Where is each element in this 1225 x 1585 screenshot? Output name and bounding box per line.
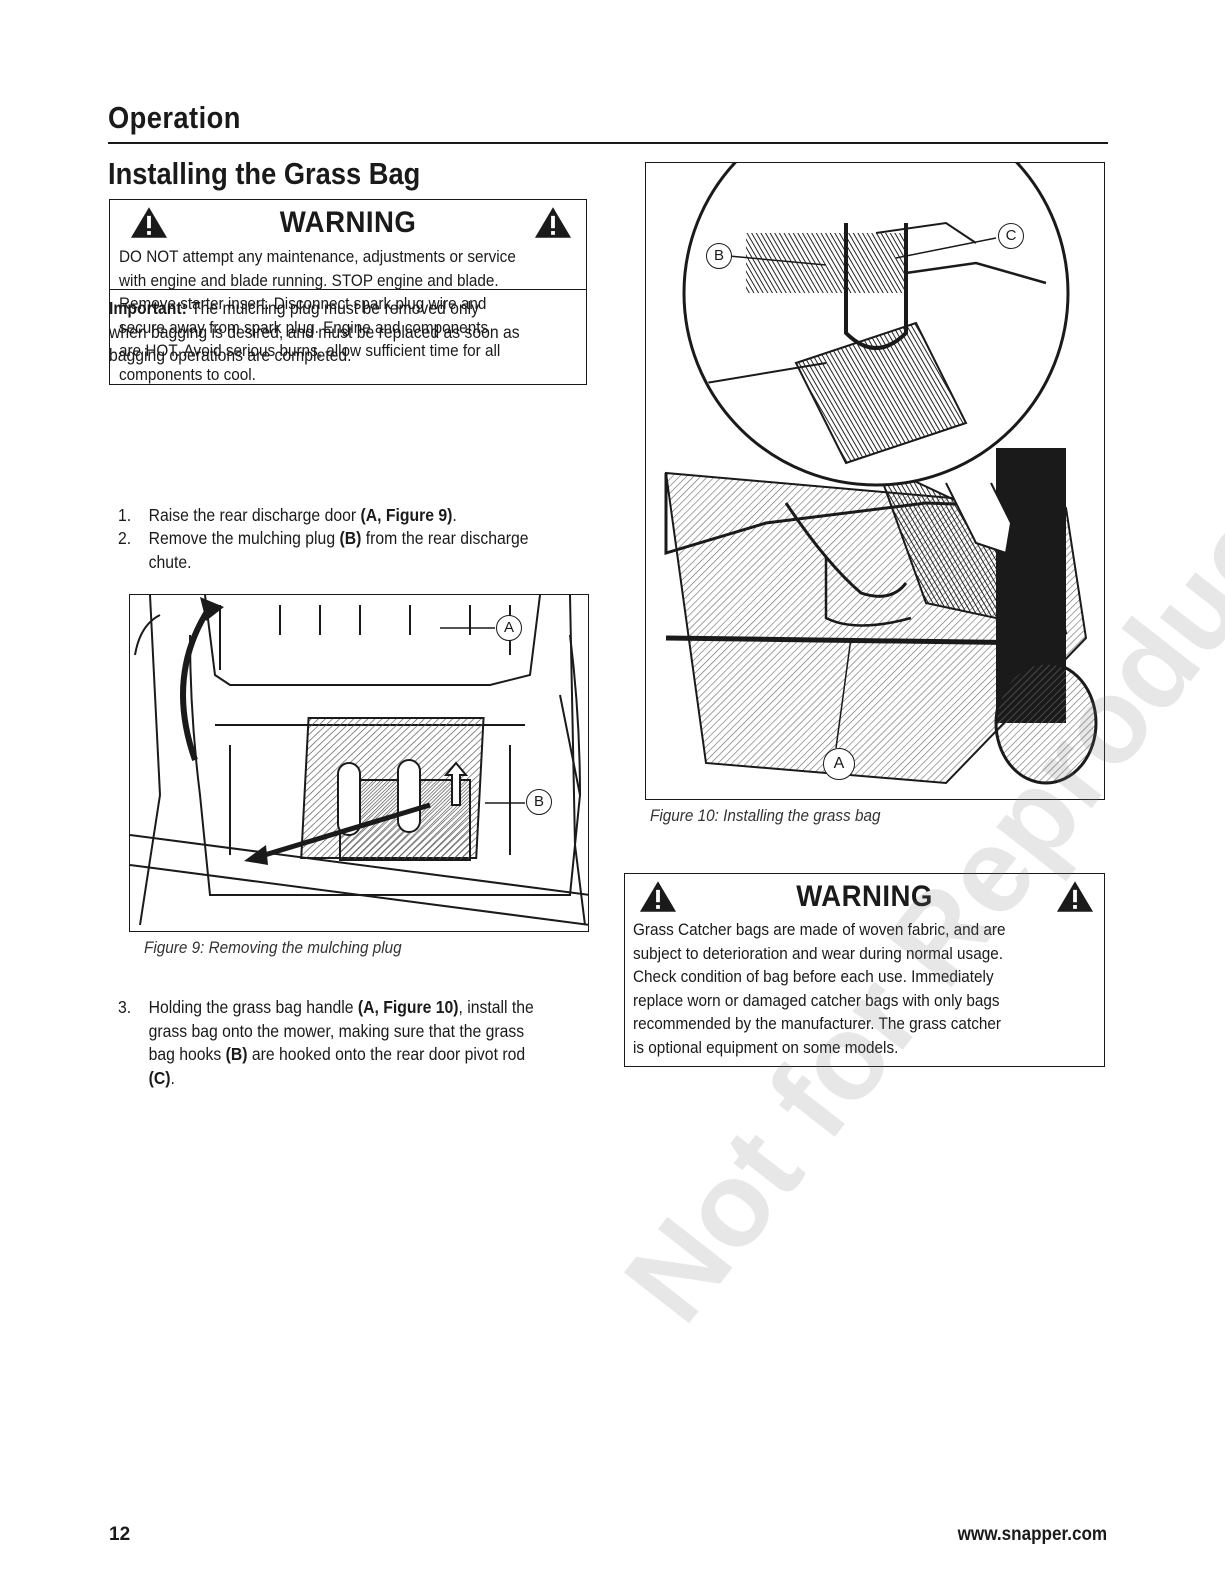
warning-line: is optional equipment on some models. (633, 1037, 899, 1057)
figure-9-caption: Figure 9: Removing the mulching plug (144, 938, 402, 957)
callout-b: B (526, 789, 552, 815)
warning-heading: WARNING (279, 206, 417, 239)
callout-b: B (706, 243, 732, 269)
figure-10-illustration: B C A (645, 162, 1105, 800)
warning-line: subject to deterioration and wear during… (633, 943, 1003, 963)
warning-triangle-icon (534, 207, 572, 238)
section-title: Operation (108, 100, 241, 135)
callout-c: C (998, 223, 1024, 249)
warning-line: with engine and blade running. STOP engi… (119, 270, 499, 290)
grass-bag-drawing (664, 163, 1098, 785)
callout-a: A (823, 748, 855, 780)
warning-line: Grass Catcher bags are made of woven fab… (633, 920, 1006, 939)
warning-line: recommended by the manufacturer. The gra… (633, 1014, 1001, 1034)
warning-line: replace worn or damaged catcher bags wit… (633, 990, 1000, 1010)
warning-line: DO NOT attempt any maintenance, adjustme… (119, 247, 516, 266)
warning-triangle-icon (639, 881, 677, 912)
warning-heading: WARNING (796, 880, 933, 913)
step-1: 1. Raise the rear discharge door (A, Fig… (118, 505, 457, 525)
figure-10-caption: Figure 10: Installing the grass bag (650, 806, 881, 825)
warning-line: are HOT. Avoid serious burns, allow suff… (119, 341, 501, 361)
warning-triangle-icon (130, 207, 168, 238)
step-3: 3. Holding the grass bag handle (A, Figu… (118, 997, 534, 1088)
warning-box-grass-catcher: WARNING Grass Catcher bags are made of w… (624, 873, 1105, 1067)
figure-9-illustration: A B (129, 594, 589, 932)
page-number: 12 (109, 1524, 131, 1545)
warning-line: components to cool. (119, 364, 256, 384)
warning-line: Check condition of bag before each use. … (633, 967, 994, 987)
warning-triangle-icon (1056, 881, 1094, 912)
page-title: Installing the Grass Bag (108, 156, 421, 191)
header-rule (108, 142, 1108, 144)
warning-text: DO NOT attempt any maintenance, adjustme… (119, 245, 587, 387)
footer-url: www.snapper.com (957, 1524, 1107, 1545)
warning-line: Remove starter insert. Disconnect spark … (119, 294, 487, 314)
important-note: Important: The mulching plug must be rem… (109, 298, 520, 365)
callout-a: A (496, 615, 522, 641)
important-label: Important: (109, 298, 187, 318)
warning-line: secure away from spark plug. Engine and … (119, 317, 489, 337)
step-2: 2. Remove the mulching plug (B) from the… (118, 528, 529, 572)
warning-text: Grass Catcher bags are made of woven fab… (633, 918, 1101, 1060)
mulching-plug-drawing (130, 595, 588, 926)
